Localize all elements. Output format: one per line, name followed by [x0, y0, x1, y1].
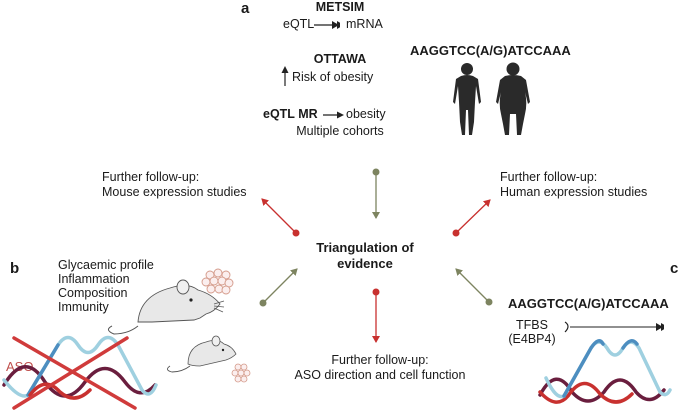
human-followup-line2: Human expression studies: [500, 185, 648, 199]
human-followup-line1: Further follow-up:: [500, 170, 598, 184]
metsim-eqtl-label: eQTL: [283, 17, 315, 31]
ottawa-risk-text: Risk of obesity: [292, 70, 374, 84]
mr-cohorts-text: Multiple cohorts: [296, 124, 384, 138]
tfbs-line1: TFBS: [516, 318, 548, 332]
sequence-c: AAGGTCC(A/G)ATCCAAA: [508, 296, 669, 311]
triangulation-line1: Triangulation of: [316, 240, 414, 255]
obese-human-silhouette: [496, 62, 530, 135]
up-arrow-icon: [281, 66, 289, 86]
trait-glycaemic: Glycaemic profile: [58, 258, 154, 272]
arrow-from-panel-b: [259, 268, 298, 307]
dna-helix-c-icon: [538, 339, 672, 404]
arrow-from-panel-c: [455, 268, 493, 306]
arrow-to-aso-followup: [372, 288, 380, 343]
trait-inflammation: Inflammation: [58, 272, 130, 286]
metsim-mrna-label: mRNA: [346, 17, 383, 31]
mr-obesity-label: obesity: [346, 107, 386, 121]
arrow-to-human-followup: [452, 199, 491, 237]
dna-helix-b-icon: [2, 335, 158, 400]
triangulation-line2: evidence: [337, 256, 393, 271]
mouse-followup-line1: Further follow-up:: [102, 170, 200, 184]
tfbs-binding-arrow-icon: [564, 321, 662, 333]
large-mouse-icon: [108, 279, 225, 335]
mr-label: eQTL MR: [263, 107, 318, 121]
mouse-followup-line2: Mouse expression studies: [102, 185, 247, 199]
small-adipose-cluster-icon: [231, 363, 251, 383]
trait-immunity: Immunity: [58, 300, 109, 314]
arrow-to-mouse-followup: [261, 198, 300, 237]
ottawa-title: OTTAWA: [313, 52, 367, 66]
tfbs-line2: (E4BP4): [508, 332, 556, 346]
panel-label-c: c: [670, 260, 679, 277]
small-mouse-icon: [167, 335, 237, 373]
arrow-from-panel-a: [372, 168, 380, 219]
mr-arrow-icon: [323, 111, 344, 119]
large-adipose-cluster-icon: [201, 268, 234, 295]
panel-label-b: b: [10, 260, 20, 277]
trait-composition: Composition: [58, 286, 128, 300]
panel-label-a: a: [241, 0, 250, 17]
cross-out-icon: [12, 336, 137, 410]
metsim-title: METSIM: [315, 0, 365, 14]
sequence-a: AAGGTCC(A/G)ATCCAAA: [410, 43, 571, 58]
aso-followup-line1: Further follow-up:: [331, 353, 429, 367]
aso-followup-line2: ASO direction and cell function: [294, 368, 466, 382]
lean-human-silhouette: [453, 63, 481, 135]
